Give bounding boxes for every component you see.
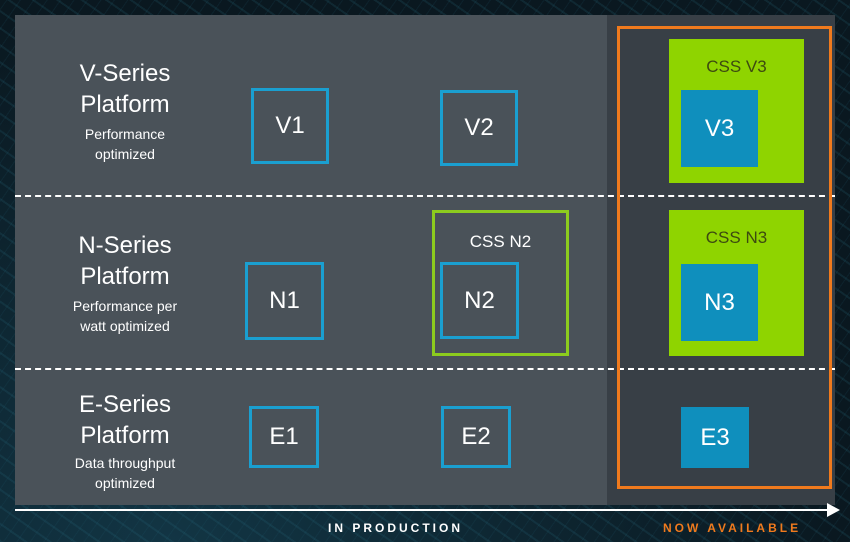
label-in-production: IN PRODUCTION [328, 521, 463, 535]
row-title-line1: V-Series [79, 60, 171, 87]
row-subtitle: Performance optimized [30, 124, 220, 164]
label-now-available: NOW AVAILABLE [663, 521, 802, 535]
row-divider-1 [15, 195, 835, 197]
chip-e2: E2 [441, 406, 511, 468]
css-n2-box: CSS N2 [432, 210, 569, 356]
chip-v3: V3 [681, 90, 758, 167]
row-subtitle-line1: Performance [84, 126, 166, 142]
chip-e1: E1 [249, 406, 319, 468]
row-subtitle-line1: Performance per [72, 298, 178, 314]
row-subtitle: Performance per watt optimized [30, 296, 220, 336]
row-divider-2 [15, 368, 835, 370]
row-subtitle-line1: Data throughput [74, 455, 176, 471]
row-title-line2: Platform [80, 263, 170, 290]
chip-e3: E3 [681, 407, 749, 468]
now-available-highlight [617, 26, 832, 489]
row-title-line2: Platform [80, 91, 170, 118]
row-title-line1: N-Series [78, 232, 172, 259]
chip-v1: V1 [251, 88, 329, 164]
row-subtitle: Data throughput optimized [30, 453, 220, 493]
css-v3-label: CSS V3 [706, 57, 767, 76]
row-subtitle-line2: optimized [95, 146, 155, 162]
timeline-axis [15, 509, 833, 511]
row-label-e-series: E-Series Platform Data throughput optimi… [30, 389, 220, 493]
chip-n1: N1 [245, 262, 324, 340]
row-title-line1: E-Series [78, 391, 172, 418]
chip-v2: V2 [440, 90, 518, 166]
css-n2-label: CSS N2 [469, 232, 532, 251]
arrow-right-icon [827, 503, 840, 517]
row-label-v-series: V-Series Platform Performance optimized [30, 58, 220, 164]
row-label-n-series: N-Series Platform Performance per watt o… [30, 230, 220, 336]
chip-n2: N2 [440, 262, 519, 339]
css-n3-label: CSS N3 [705, 228, 768, 247]
row-subtitle-line2: watt optimized [80, 318, 170, 334]
row-title-line2: Platform [80, 422, 170, 449]
chip-n3: N3 [681, 264, 758, 341]
row-subtitle-line2: optimized [95, 475, 155, 491]
